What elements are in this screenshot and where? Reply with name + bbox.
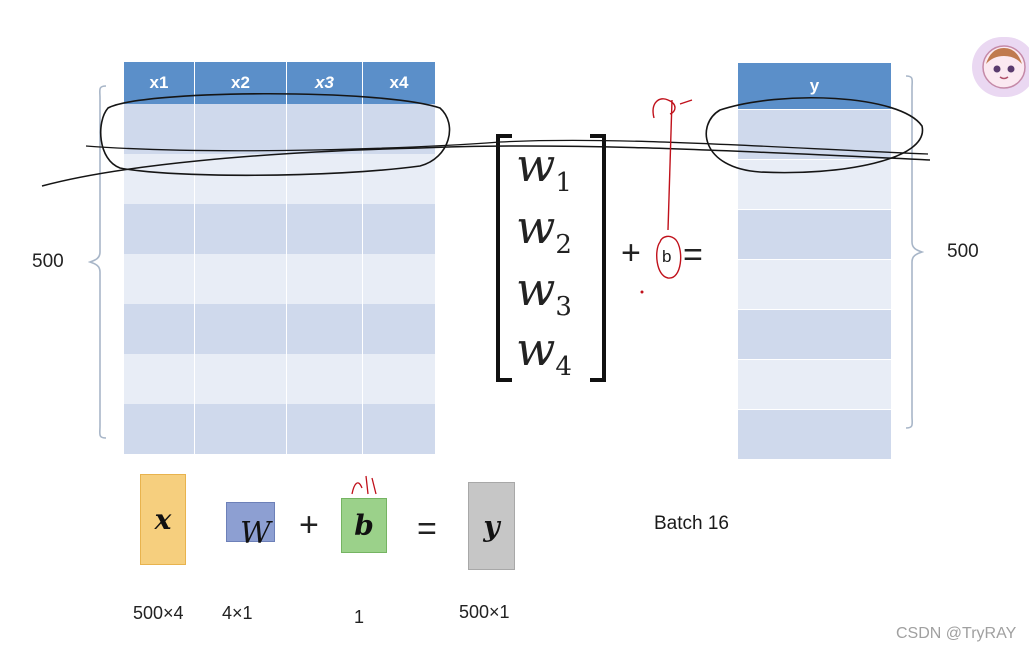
w-matrix-box — [226, 502, 275, 542]
x-table-cell — [195, 204, 287, 254]
y-table-row — [738, 409, 891, 459]
bias-label: b — [662, 247, 672, 266]
formula-equals: = — [417, 510, 437, 548]
w-vector-right-bracket — [590, 134, 606, 382]
w-vector: w1 w2 w3 w4 — [496, 134, 606, 382]
x-table-cell — [363, 304, 435, 354]
w-dimension-label: 4×1 — [222, 603, 253, 623]
w-symbol: W — [240, 516, 271, 551]
x-table-cell — [124, 404, 195, 454]
batch-label: Batch 16 — [654, 513, 729, 534]
x-table-cell — [195, 304, 287, 354]
y-row-count-label: 500 — [947, 241, 979, 262]
x-table-row — [124, 154, 435, 204]
y-matrix-box: y — [468, 482, 515, 570]
w-vector-left-bracket — [496, 134, 512, 382]
x-table: x1 x2 x3 x4 — [124, 62, 435, 454]
x-table-cell — [195, 254, 287, 304]
x-table-cell — [363, 104, 435, 154]
y-table: y — [738, 63, 891, 459]
x-dimension-label: 500×4 — [133, 603, 184, 623]
x-table-cell — [124, 354, 195, 404]
x-table-cell — [363, 204, 435, 254]
w-entry: w1 — [516, 138, 572, 198]
w-entry: w3 — [516, 262, 572, 322]
b-dimension-label: 1 — [354, 607, 365, 627]
y-table-body — [738, 109, 891, 459]
x-symbol: x — [154, 503, 172, 536]
x-table-cell — [363, 354, 435, 404]
x-row-count-label: 500 — [32, 251, 64, 272]
formula-plus: + — [299, 506, 319, 544]
y-dimension-label: 500×1 — [459, 602, 510, 622]
right-brace — [905, 75, 924, 429]
avatar-face-icon — [982, 45, 1026, 89]
x-table-cell — [124, 104, 195, 154]
x-table-row — [124, 304, 435, 354]
y-table-row — [738, 309, 891, 359]
x-table-row — [124, 204, 435, 254]
x-table-cell — [124, 304, 195, 354]
x-matrix-box: x — [140, 474, 186, 565]
w-entry: w4 — [516, 322, 572, 382]
x-table-row — [124, 404, 435, 454]
x-table-cell — [287, 254, 363, 304]
x-table-cell — [287, 104, 363, 154]
y-table-row — [738, 159, 891, 209]
y-symbol: y — [483, 509, 500, 543]
x-table-cell — [287, 304, 363, 354]
bias-arrow-annotation — [667, 99, 673, 231]
x-table-cell — [363, 154, 435, 204]
x-table-header: x1 x2 x3 x4 — [124, 62, 435, 104]
x-table-row — [124, 104, 435, 154]
y-table-header: y — [738, 63, 891, 109]
x-header-cell: x2 — [195, 62, 287, 104]
x-table-cell — [287, 154, 363, 204]
x-table-cell — [287, 404, 363, 454]
x-table-cell — [363, 254, 435, 304]
avatar[interactable] — [972, 37, 1029, 97]
x-table-body — [124, 104, 435, 454]
x-table-cell — [287, 354, 363, 404]
x-table-cell — [195, 154, 287, 204]
equals-sign: = — [683, 236, 703, 274]
x-header-cell: x1 — [124, 62, 195, 104]
x-header-cell: x3 — [287, 62, 363, 104]
y-header-cell: y — [809, 76, 820, 95]
x-table-cell — [195, 354, 287, 404]
watermark: CSDN @TryRAY — [896, 625, 1017, 642]
b-symbol: b — [354, 509, 374, 542]
x-table-cell — [124, 154, 195, 204]
b-matrix-box: b — [341, 498, 387, 553]
x-table-row — [124, 254, 435, 304]
y-table-row — [738, 109, 891, 159]
plus-sign: + — [621, 234, 641, 272]
x-table-cell — [124, 204, 195, 254]
b-box-scribble-annotation — [351, 475, 377, 495]
x-table-cell — [195, 104, 287, 154]
x-header-cell: x4 — [389, 73, 409, 92]
y-table-row — [738, 259, 891, 309]
y-table-row — [738, 209, 891, 259]
x-table-cell — [287, 204, 363, 254]
y-table-row — [738, 359, 891, 409]
left-brace — [88, 85, 107, 439]
x-table-row — [124, 354, 435, 404]
bias-scribble-annotation — [652, 98, 693, 119]
w-entry: w2 — [516, 200, 572, 260]
x-table-cell — [124, 254, 195, 304]
x-table-cell — [195, 404, 287, 454]
x-table-cell — [363, 404, 435, 454]
